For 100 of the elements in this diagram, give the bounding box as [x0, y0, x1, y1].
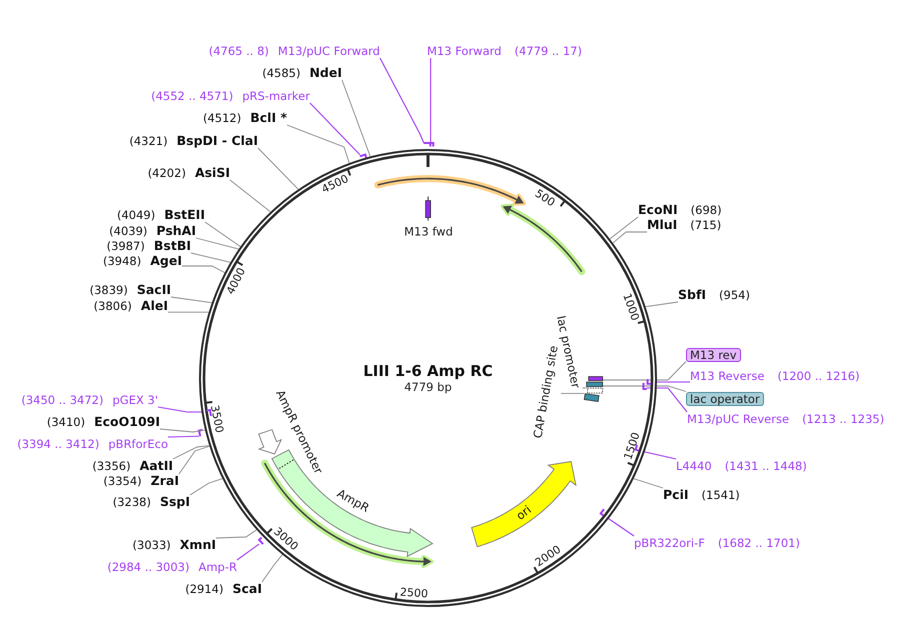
primer-range: (1213 .. 1235): [802, 412, 884, 426]
enzyme-name: EcoO109I: [94, 415, 160, 429]
cut-site-position: (3987): [106, 239, 145, 253]
leader-line: [430, 58, 432, 143]
leader-line: [602, 386, 686, 392]
cut-site-position: (4202): [148, 166, 186, 180]
primer-range: (1682 .. 1701): [718, 536, 800, 550]
enzyme-name: MluI: [647, 218, 678, 232]
feature-bar: [425, 196, 431, 221]
scale-number: 3500: [208, 404, 226, 434]
primer-name: M13/pUC Reverse: [687, 412, 790, 426]
feature-band: [258, 428, 282, 454]
primer-range: (3450 .. 3472): [21, 393, 104, 407]
enzyme-name: SspI: [160, 495, 190, 509]
cut-site-position: (3410): [46, 415, 86, 429]
enzyme-name: ScaI: [232, 582, 262, 596]
cut-site-position: (3354): [103, 474, 142, 488]
enzyme-name: EcoNI: [638, 203, 678, 217]
scale-number: 2500: [400, 585, 428, 600]
primer-range: (1431 .. 1448): [724, 459, 807, 473]
enzyme-name: SacII: [136, 283, 171, 297]
cut-site-position: (954): [719, 288, 750, 302]
primer-range: (4552 .. 4571): [151, 89, 234, 103]
primer-range: (4765 .. 8): [208, 44, 269, 58]
primer-site-mark: [424, 142, 432, 147]
leader-line: [646, 387, 688, 412]
primer-range: (2984 .. 3003): [107, 560, 190, 574]
cut-site-position: (3356): [92, 459, 131, 473]
primer-range: (1200 .. 1216): [777, 369, 860, 383]
scale-number: 1000: [620, 292, 642, 322]
feature-label: ori: [514, 503, 534, 523]
leader-line: [310, 102, 360, 156]
cut-site-position: (3238): [112, 495, 151, 509]
feature-label: M13 rev: [686, 348, 741, 362]
enzyme-name: AleI: [140, 299, 168, 313]
enzyme-name: AatII: [140, 459, 173, 473]
primer-name: pGEX 3': [112, 393, 158, 407]
leader-line: [380, 58, 424, 144]
leader-line: [230, 180, 271, 212]
feature-arc: [500, 204, 585, 275]
scale-number: 4500: [320, 172, 350, 196]
leader-line: [633, 478, 664, 488]
scale-number: 1500: [621, 430, 643, 462]
primer-site-mark: [599, 508, 605, 516]
enzyme-name: ZraI: [150, 474, 179, 488]
cut-site-position: (3839): [90, 283, 128, 297]
leader-line: [168, 436, 199, 438]
leader-line: [609, 216, 638, 240]
primer-name: pRS-marker: [242, 89, 310, 103]
feature-bar: [588, 376, 603, 381]
leader-line: [196, 238, 240, 250]
leader-line: [236, 544, 260, 560]
enzyme-name: BstBI: [154, 239, 191, 253]
leader-line: [286, 124, 350, 164]
leader-line: [612, 232, 648, 244]
enzyme-name: BclI *: [250, 111, 287, 125]
cut-site-position: (4039): [109, 224, 148, 238]
cut-site-position: (1541): [702, 488, 740, 502]
primer-site-mark: [206, 408, 212, 416]
enzyme-name: PshAI: [156, 224, 196, 238]
primer-range: (3394 .. 3412): [17, 437, 100, 451]
cut-site-position: (4512): [202, 111, 242, 125]
plasmid-name: LIII 1-6 Amp RC: [363, 363, 493, 380]
feature-label: M13 fwd: [404, 226, 453, 238]
feature-label: lac operator: [686, 392, 764, 406]
cut-site-position: (4585): [262, 66, 300, 80]
leader-line: [172, 445, 210, 460]
leader-line: [560, 393, 584, 394]
primer-site-mark: [642, 382, 647, 390]
leader-line: [204, 222, 241, 248]
feature-bar: [586, 382, 603, 387]
enzyme-name: AsiSI: [194, 166, 230, 180]
primer-site-mark: [646, 378, 651, 385]
enzyme-name: XmnI: [180, 538, 216, 552]
primer-name: M13 Reverse: [690, 369, 764, 383]
primer-name: Amp-R: [198, 560, 237, 574]
cut-site-position: (4321): [129, 134, 168, 148]
cut-site-position: (3948): [102, 254, 142, 268]
enzyme-name: NdeI: [309, 66, 342, 80]
primer-site-mark: [198, 428, 203, 436]
scale-number: 500: [532, 186, 558, 209]
feature-bar: [584, 393, 600, 402]
primer-name: M13 Forward: [427, 44, 502, 58]
leader-line: [168, 312, 210, 313]
leader-line: [342, 80, 371, 157]
feature-arc: [374, 174, 526, 206]
enzyme-name: SbfI: [678, 288, 706, 302]
cut-site-position: (2914): [185, 582, 224, 596]
primer-site-mark: [634, 444, 639, 452]
primer-name: M13/pUC Forward: [278, 44, 380, 58]
enzyme-name: AgeI: [150, 254, 182, 268]
leader-line: [262, 554, 283, 582]
primer-name: pBRforEco: [108, 437, 168, 451]
primer-name: pBR322ori-F: [634, 536, 705, 550]
primer-range: (4779 .. 17): [514, 44, 582, 58]
leader-line: [178, 446, 210, 474]
leader-line: [645, 302, 678, 308]
feature-bar: [586, 388, 603, 394]
leader-line: [182, 266, 226, 274]
cut-site-position: (3033): [132, 538, 171, 552]
